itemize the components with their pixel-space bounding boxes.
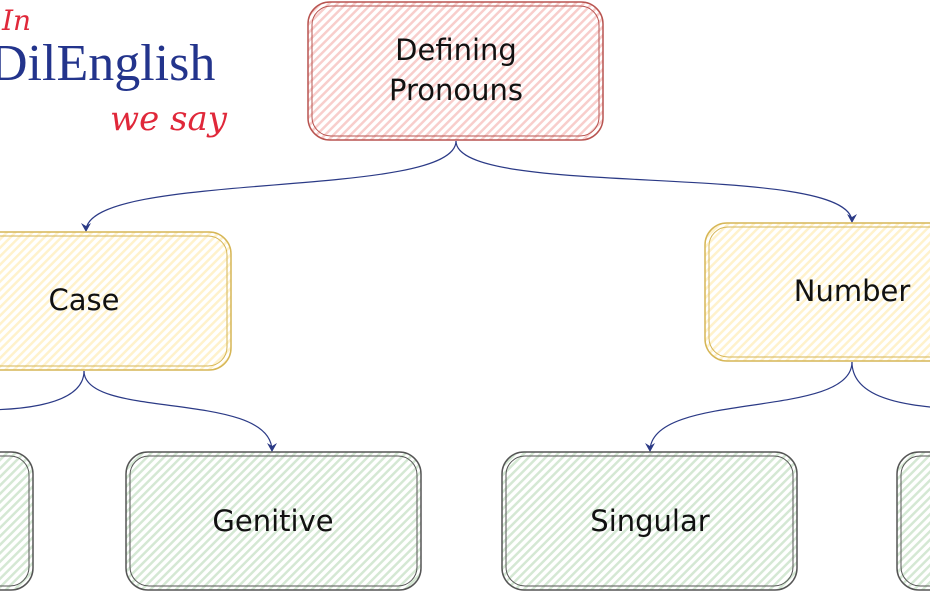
- node-genitive[interactable]: Genitive: [125, 451, 422, 591]
- logo-line1: In: [1, 4, 31, 37]
- node-right-leaf[interactable]: [896, 451, 930, 591]
- node-root-label-2: Pronouns: [389, 73, 523, 107]
- node-singular[interactable]: Singular: [501, 451, 798, 591]
- node-singular-label: Singular: [590, 504, 709, 538]
- logo-line2: DilEnglish: [0, 35, 215, 92]
- edge-number-right: [851, 361, 930, 408]
- edges: [0, 140, 930, 452]
- node-case[interactable]: Case: [0, 231, 232, 371]
- edge-case-genitive: [83, 370, 277, 452]
- node-case-label: Case: [49, 283, 120, 317]
- node-root-label-1: Defining: [395, 33, 517, 67]
- node-root[interactable]: Defining Pronouns: [307, 1, 604, 141]
- edge-root-case: [81, 140, 457, 232]
- logo-line3: we say: [110, 99, 228, 139]
- node-genitive-label: Genitive: [212, 504, 333, 538]
- edge-root-number: [455, 140, 857, 223]
- node-number-label: Number: [794, 274, 911, 308]
- node-left-leaf[interactable]: [0, 451, 34, 591]
- logo: In DilEnglish we say: [0, 4, 228, 139]
- node-number[interactable]: Number: [704, 222, 930, 362]
- edge-case-left: [0, 370, 85, 411]
- edge-number-singular: [645, 361, 853, 452]
